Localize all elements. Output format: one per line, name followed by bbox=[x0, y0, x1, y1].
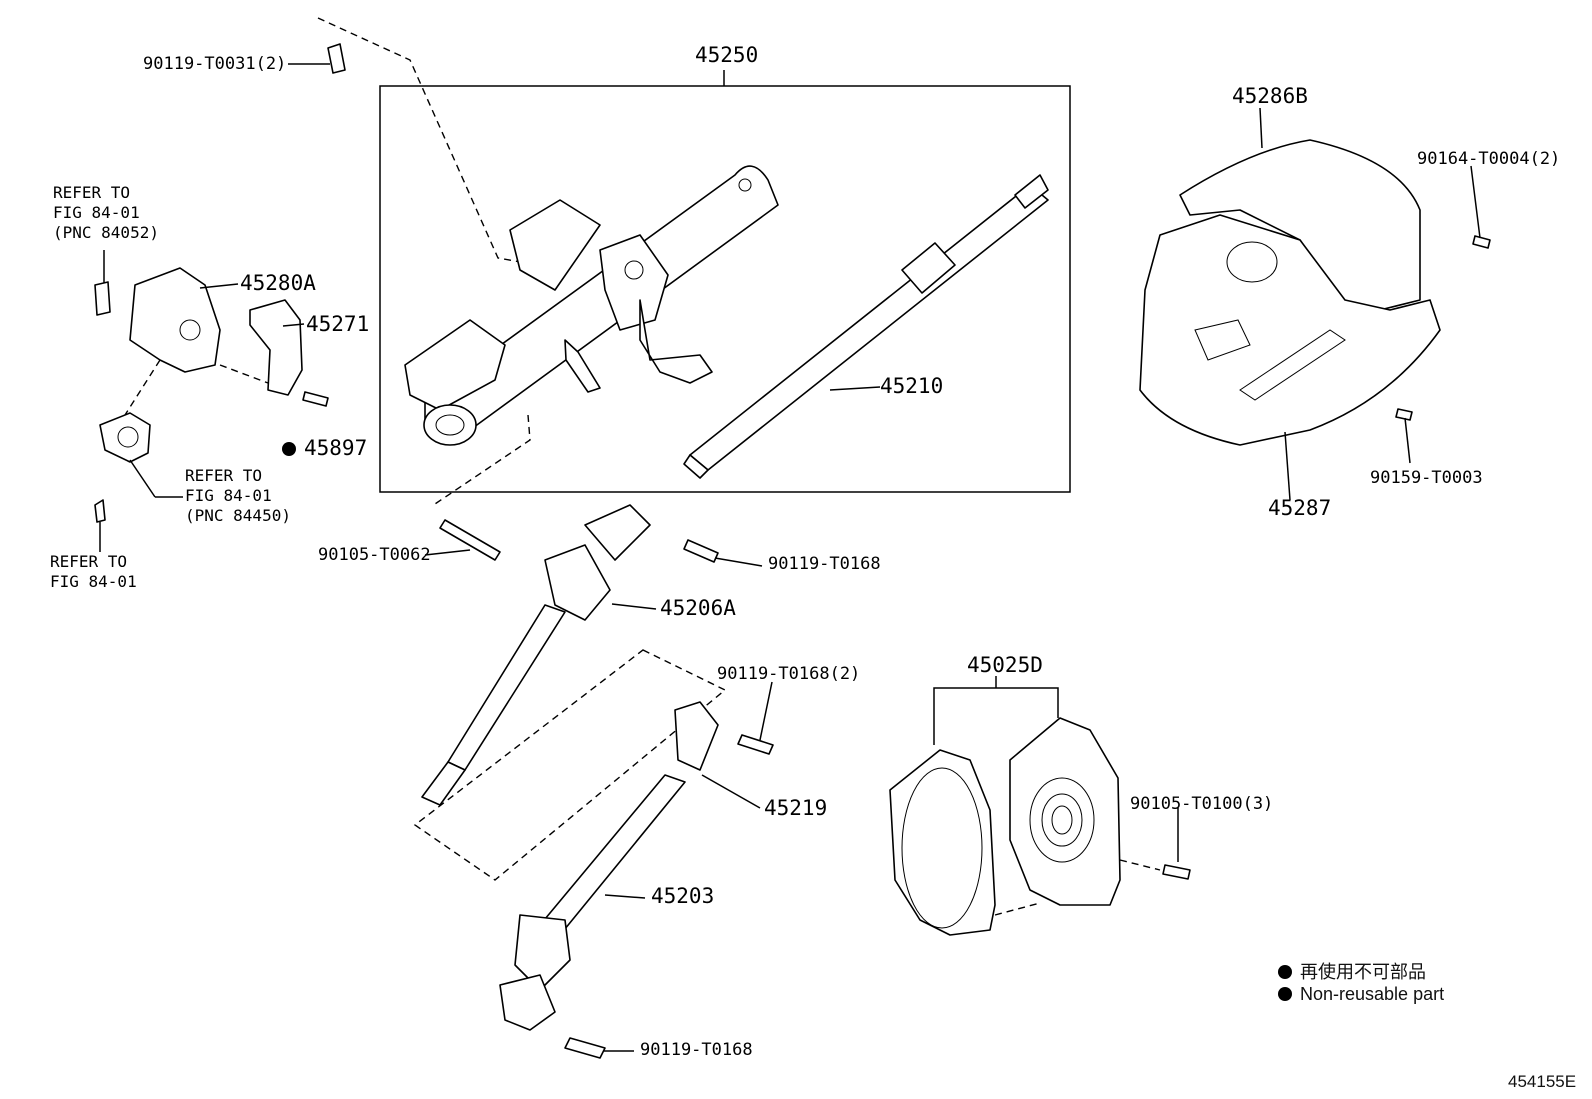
label-45287: 45287 bbox=[1268, 496, 1332, 520]
legend-en: Non-reusable part bbox=[1278, 984, 1444, 1005]
label-45203: 45203 bbox=[651, 884, 715, 908]
bolt-90164 bbox=[1472, 235, 1491, 249]
label-45210: 45210 bbox=[880, 374, 944, 398]
bolt-small-left bbox=[94, 499, 106, 523]
label-90159-T0003: 90159-T0003 bbox=[1370, 468, 1483, 488]
refer-note-pnc-84052: REFER TO FIG 84-01 (PNC 84052) bbox=[53, 183, 159, 242]
refer-note-pnc-84450: REFER TO FIG 84-01 (PNC 84450) bbox=[185, 466, 291, 525]
bolt-45897 bbox=[302, 391, 329, 407]
label-45280A: 45280A bbox=[240, 271, 316, 295]
label-90105-T0062: 90105-T0062 bbox=[318, 545, 431, 565]
label-45025D: 45025D bbox=[967, 653, 1043, 677]
label-90119-T0168-2: 90119-T0168(2) bbox=[717, 664, 861, 684]
label-90119-T0168-b: 90119-T0168 bbox=[640, 1040, 753, 1060]
label-90119-T0168-a: 90119-T0168 bbox=[768, 554, 881, 574]
non-reusable-dot bbox=[282, 442, 296, 456]
label-45219: 45219 bbox=[764, 796, 828, 820]
yoke-45219 bbox=[674, 701, 719, 771]
label-45250: 45250 bbox=[695, 43, 759, 67]
label-90119-T0031: 90119-T0031(2) bbox=[143, 54, 287, 74]
bolt-90105-T0100 bbox=[1162, 864, 1191, 880]
bolt-90119-T0168-a bbox=[683, 539, 719, 563]
label-90105-T0100: 90105-T0100(3) bbox=[1130, 794, 1274, 814]
label-45271: 45271 bbox=[306, 312, 370, 336]
column-cover bbox=[1139, 139, 1441, 446]
legend-jp-text: 再使用不可部品 bbox=[1300, 962, 1426, 982]
figure-id: 454155E bbox=[1508, 1072, 1577, 1091]
lower-shaft-45203 bbox=[499, 774, 686, 1031]
bolt-90159 bbox=[1395, 408, 1413, 421]
bolt-top bbox=[327, 43, 346, 74]
legend-dot-en bbox=[1278, 987, 1292, 1001]
refer-note-fig-84-01: REFER TO FIG 84-01 bbox=[50, 552, 137, 591]
label-45206A: 45206A bbox=[660, 596, 736, 620]
grommet-plates-45025D bbox=[889, 717, 1121, 936]
label-45286B: 45286B bbox=[1232, 84, 1308, 108]
legend-en-text: Non-reusable part bbox=[1300, 984, 1445, 1004]
bolt-90119-T0168-2 bbox=[737, 734, 774, 755]
intermediate-shaft-45206A bbox=[421, 504, 651, 806]
legend-jp: 再使用不可部品 bbox=[1278, 958, 1426, 984]
label-45897: 45897 bbox=[282, 438, 367, 459]
bolt-90119-T0168-b bbox=[564, 1037, 606, 1059]
switch-bracket-45280A bbox=[94, 267, 303, 463]
assembly-box-45250 bbox=[379, 85, 1071, 493]
legend-dot-jp bbox=[1278, 965, 1292, 979]
main-shaft-45210 bbox=[683, 174, 1049, 479]
bolt-90105-T0062 bbox=[439, 519, 501, 561]
label-45897-text: 45897 bbox=[304, 436, 368, 460]
label-90164-T0004: 90164-T0004(2) bbox=[1417, 149, 1561, 169]
steering-column-housing bbox=[404, 165, 779, 446]
leader-lines bbox=[99, 63, 1481, 1052]
